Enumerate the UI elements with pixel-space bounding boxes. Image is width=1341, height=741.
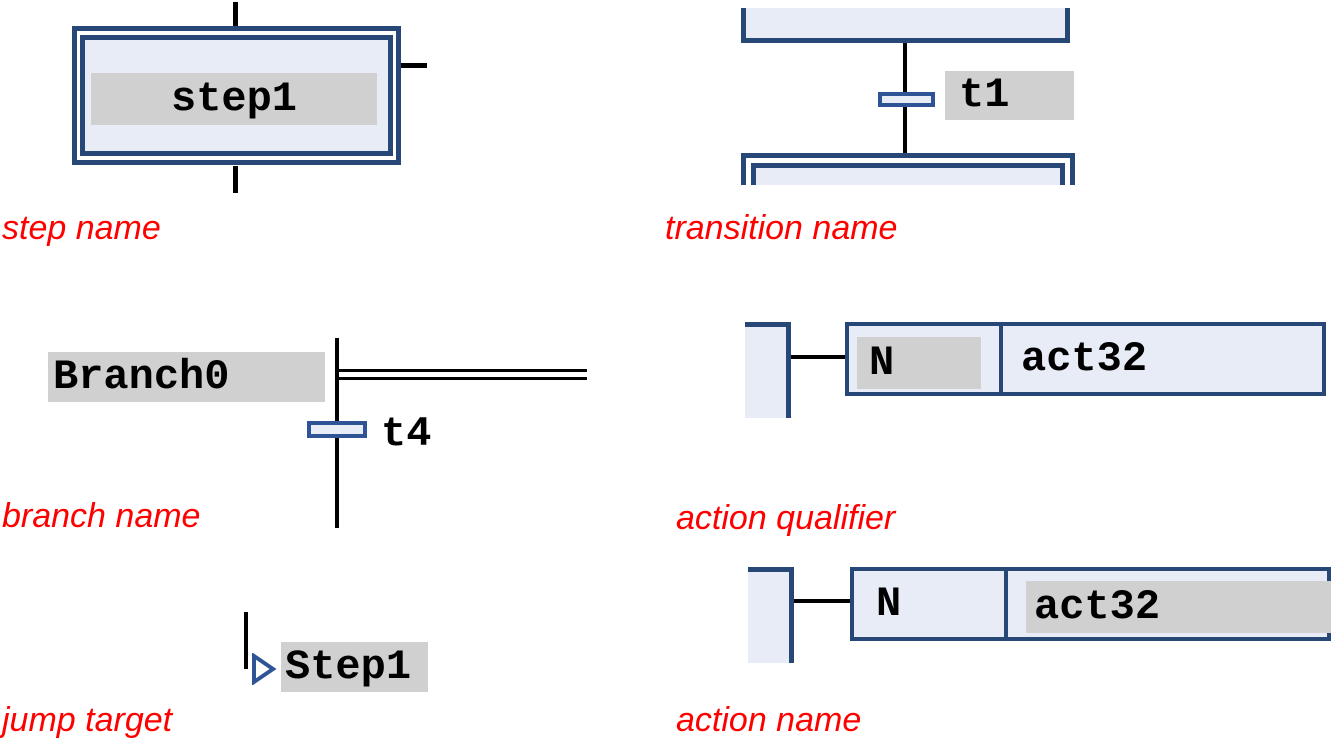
step-bottom-connector-line bbox=[233, 166, 238, 193]
action-qualifier-field[interactable]: N bbox=[857, 337, 981, 389]
action-name-cell-2: act32 bbox=[1008, 571, 1331, 637]
transition-lower-step-inner-fragment bbox=[751, 163, 1065, 185]
branch-transition-name[interactable]: t4 bbox=[381, 410, 432, 458]
action-name-cell: act32 bbox=[1003, 326, 1322, 392]
step-name-field[interactable]: step1 bbox=[91, 73, 377, 125]
action-qualifier-cell: N bbox=[849, 326, 1003, 392]
action-name-annotation: action name bbox=[676, 701, 862, 739]
branch-parallel-line-bottom bbox=[339, 377, 587, 380]
action-step-fragment bbox=[745, 322, 791, 418]
action-connector-line bbox=[791, 355, 845, 359]
action-qualifier-text[interactable]: N bbox=[876, 580, 902, 628]
branch-name-annotation: branch name bbox=[2, 497, 201, 535]
branch-transition-bar[interactable] bbox=[307, 421, 367, 438]
action-connector-line-2 bbox=[794, 599, 850, 603]
action-step-fragment-2 bbox=[748, 567, 794, 663]
action-qualifier-annotation: action qualifier bbox=[676, 499, 896, 537]
action-block: N act32 bbox=[845, 322, 1326, 396]
jump-target-annotation: jump target bbox=[2, 701, 173, 739]
transition-name-field[interactable]: t1 bbox=[945, 71, 1074, 120]
branch-name-field[interactable]: Branch0 bbox=[48, 352, 325, 402]
jump-arrow-icon bbox=[252, 653, 277, 685]
transition-name-annotation: transition name bbox=[665, 209, 898, 247]
transition-bar[interactable] bbox=[878, 92, 935, 107]
step-top-connector-line bbox=[233, 2, 238, 27]
branch-parallel-line-top bbox=[339, 369, 587, 372]
step-right-connector-line bbox=[401, 63, 427, 68]
action-name-field[interactable]: act32 bbox=[1026, 581, 1331, 633]
jump-target-field[interactable]: Step1 bbox=[281, 642, 428, 692]
action-qualifier-cell-2: N bbox=[854, 571, 1008, 637]
transition-upper-step-fragment bbox=[741, 8, 1070, 43]
action-block-2: N act32 bbox=[850, 567, 1331, 641]
action-name-text[interactable]: act32 bbox=[1021, 335, 1148, 383]
step-name-annotation: step name bbox=[2, 209, 161, 247]
jump-connector-line bbox=[244, 612, 248, 669]
